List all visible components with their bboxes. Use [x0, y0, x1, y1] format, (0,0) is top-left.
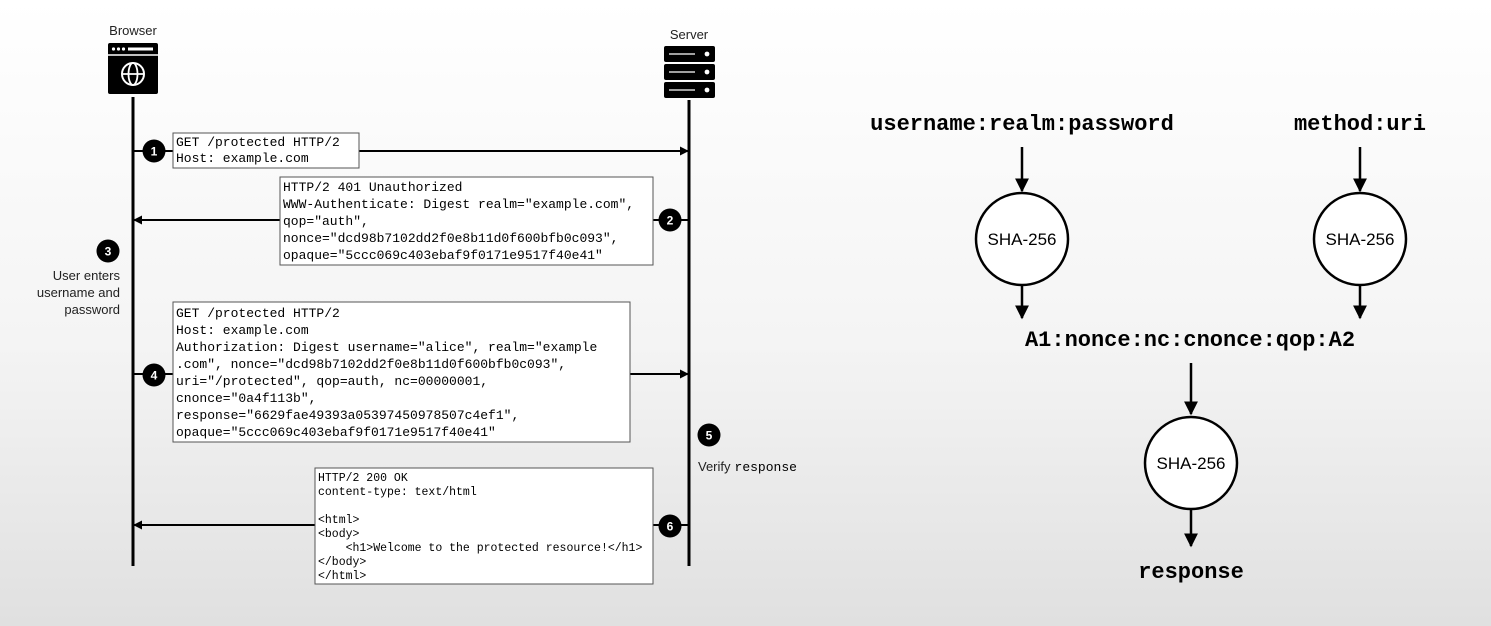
- step-1-line: GET /protected HTTP/2: [176, 135, 340, 150]
- step-4-line: cnonce="0a4f113b",: [176, 391, 316, 406]
- step-6-line: </html>: [318, 570, 366, 583]
- step-6-response: HTTP/2 200 OK content-type: text/html <h…: [133, 467, 689, 585]
- browser-window-globe-icon: [108, 43, 158, 94]
- step-3-line: password: [64, 302, 120, 317]
- step-5-badge: 5: [706, 429, 713, 443]
- hash-diagram: username:realm:password method:uri SHA-2…: [870, 112, 1426, 585]
- server-rack-icon: [664, 46, 715, 98]
- hash-node-c: [1143, 415, 1239, 511]
- step-3-badge: 3: [105, 245, 112, 259]
- step-2-line: opaque="5ccc069c403ebaf9f0171e9517f40e41…: [283, 248, 603, 263]
- hash-c-label: SHA-256: [1157, 454, 1226, 473]
- step-3-user-input: 3 User enters username and password: [37, 239, 121, 317]
- step-2-response: HTTP/2 401 Unauthorized WWW-Authenticate…: [133, 176, 689, 266]
- step-6-line: </body>: [318, 556, 366, 569]
- step-4-line: uri="/protected", qop=auth, nc=00000001,: [176, 374, 488, 389]
- step-3-line: username and: [37, 285, 120, 300]
- step-4-line: .com", nonce="dcd98b7102dd2f0e8b11d0f600…: [176, 357, 566, 372]
- hash-a-label: SHA-256: [988, 230, 1057, 249]
- combined-label: A1:nonce:nc:cnonce:qop:A2: [1025, 328, 1355, 353]
- server-label: Server: [670, 27, 709, 42]
- step-6-badge: 6: [667, 520, 674, 534]
- hash-b-label: SHA-256: [1326, 230, 1395, 249]
- input-b-label: method:uri: [1294, 112, 1426, 137]
- hash-node-a: [974, 191, 1070, 287]
- step-1-badge: 1: [151, 145, 158, 159]
- step-2-line: HTTP/2 401 Unauthorized: [283, 180, 462, 195]
- step-1-line: Host: example.com: [176, 151, 309, 166]
- step-4-line: opaque="5ccc069c403ebaf9f0171e9517f40e41…: [176, 425, 496, 440]
- hash-node-b: [1312, 191, 1408, 287]
- step-4-line: GET /protected HTTP/2: [176, 306, 340, 321]
- input-a-label: username:realm:password: [870, 112, 1174, 137]
- step-6-line: HTTP/2 200 OK: [318, 472, 408, 485]
- step-6-line: <html>: [318, 514, 360, 527]
- step-2-line: WWW-Authenticate: Digest realm="example.…: [283, 197, 634, 212]
- step-4-request: GET /protected HTTP/2 Host: example.com …: [133, 301, 689, 443]
- step-4-line: Authorization: Digest username="alice", …: [176, 340, 597, 355]
- step-6-line: <body>: [318, 528, 360, 541]
- step-2-badge: 2: [667, 214, 674, 228]
- step-6-line: content-type: text/html: [318, 486, 477, 499]
- step-6-line: <h1>Welcome to the protected resource!</…: [318, 542, 642, 555]
- output-label: response: [1138, 560, 1244, 585]
- step-1-request: GET /protected HTTP/2 Host: example.com …: [133, 132, 689, 169]
- step-4-line: Host: example.com: [176, 323, 309, 338]
- browser-label: Browser: [109, 23, 157, 38]
- step-3-line: User enters: [53, 268, 121, 283]
- step-4-badge: 4: [151, 369, 158, 383]
- step-2-line: nonce="dcd98b7102dd2f0e8b11d0f600bfb0c09…: [283, 231, 618, 246]
- step-4-line: response="6629fae49393a05397450978507c4e…: [176, 408, 519, 423]
- step-2-line: qop="auth",: [283, 214, 369, 229]
